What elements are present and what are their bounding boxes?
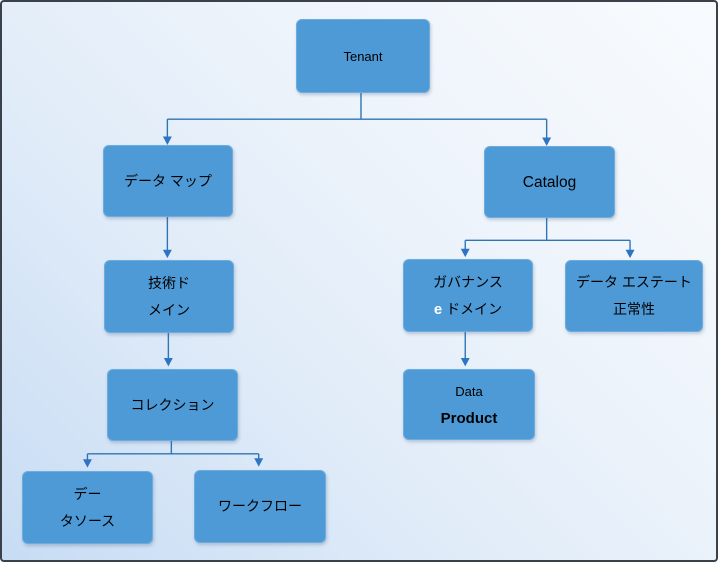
arrowhead-data-estate — [625, 249, 635, 259]
node-governance-domain-label-line2: e ドメイン — [434, 296, 502, 323]
governance-domain-suffix: ドメイン — [442, 300, 503, 317]
node-technical-domain-label-line2: メイン — [148, 301, 190, 318]
node-governance-domain-label-line1: ガバナンス — [433, 273, 503, 290]
arrowhead-governance — [460, 248, 470, 258]
node-data-source-label-line1: デー — [73, 485, 102, 502]
node-data-estate-health-label-line2: 正常性 — [613, 301, 655, 317]
arrowhead-data-source — [82, 459, 92, 468]
node-data-map: データ マップ — [103, 145, 233, 217]
node-tenant-label: Tenant — [343, 48, 383, 64]
node-tenant: Tenant — [296, 19, 430, 93]
arrowhead-data-product — [460, 357, 470, 367]
arrowhead-workflow — [254, 458, 264, 467]
arrowhead-technical-domain — [162, 249, 172, 259]
node-data-product: Data Product — [403, 369, 535, 440]
node-technical-domain: 技術ド メイン — [104, 260, 234, 333]
node-catalog: Catalog — [484, 146, 615, 218]
node-catalog-label: Catalog — [522, 173, 577, 191]
node-data-estate-health: データ エステート 正常性 — [565, 260, 703, 332]
node-collection-label: コレクション — [130, 396, 215, 413]
node-workflow-label: ワークフロー — [218, 498, 302, 514]
node-data-source-label-line2: タソース — [59, 512, 116, 529]
node-technical-domain-label-line1: 技術ド — [148, 274, 190, 291]
node-data-estate-health-label-line1: データ エステート — [576, 274, 692, 290]
node-governance-domain: ガバナンス e ドメイン — [403, 259, 533, 332]
node-data-product-label-line1: Data — [455, 383, 483, 399]
node-collection: コレクション — [107, 369, 238, 441]
arrowhead-data-map — [162, 136, 172, 145]
node-data-product-label-line2: Product — [440, 409, 498, 427]
governance-accent-letter: e — [433, 300, 443, 318]
node-data-source: デー タソース — [22, 471, 153, 544]
arrowhead-catalog — [542, 137, 552, 146]
node-workflow: ワークフロー — [194, 470, 326, 543]
arrowhead-collection — [163, 357, 173, 367]
node-data-map-label: データ マップ — [124, 172, 212, 189]
